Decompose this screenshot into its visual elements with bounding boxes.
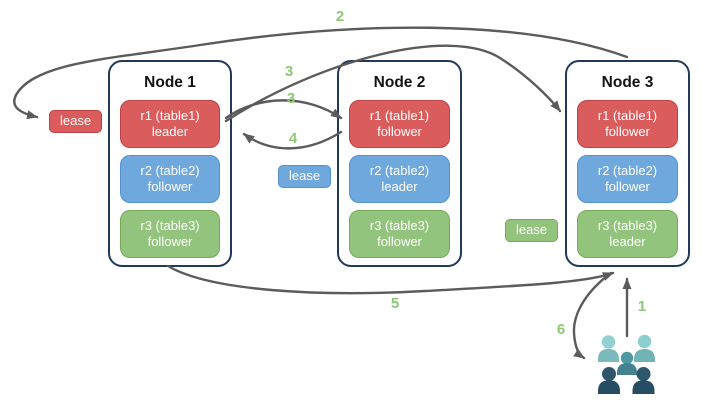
node-1-replica-r2: r2 (table2) follower [120,155,220,203]
arrow-label-step5: 5 [390,295,400,312]
arrow-step2 [13,26,629,120]
lease-tag-table1: lease [49,110,103,133]
person-front-left [598,367,620,394]
node-3-title: Node 3 [601,74,654,91]
arrow-label-step4: 4 [288,130,298,147]
person-back-left [598,335,619,362]
replica-role-label: follower [377,234,422,249]
node-2-replica-r1: r1 (table1) follower [349,100,450,148]
replica-range-label: r2 (table2) [597,162,658,178]
replica-role-label: follower [605,124,650,139]
node-3-replica-r1: r1 (table1) follower [577,100,678,148]
node-1-title: Node 1 [144,74,196,91]
node-2-replica-r3: r3 (table3) follower [349,210,450,258]
node-3-replica-r3: r3 (table3) leader [577,210,678,258]
person-back-right [634,334,655,362]
replica-role-label: leader [381,179,418,194]
arrow-label-step2: 2 [335,8,345,25]
arrow-label-step3a: 3 [284,63,294,80]
users-icon [598,334,655,394]
node-2: Node 2 r1 (table1) follower r2 (table2) … [337,60,462,267]
node-2-title: Node 2 [373,74,426,91]
replica-role-label: follower [147,234,193,249]
arrow-step5 [166,264,615,295]
replica-range-label: r3 (table3) [140,217,200,233]
replica-role-label: follower [605,179,650,194]
node-1: Node 1 r1 (table1) leader r2 (table2) fo… [108,60,232,267]
arrow-label-step6: 6 [556,321,566,338]
node-1-replica-r1: r1 (table1) leader [120,100,220,148]
replica-role-label: leader [609,234,646,249]
arrow-label-step3b: 3 [286,90,296,107]
node-1-replica-r3: r3 (table3) follower [120,210,220,258]
lease-tag-table2: lease [278,165,332,188]
arrow-label-step1: 1 [637,298,647,315]
replica-range-label: r2 (table2) [140,162,200,178]
person-front-right [632,367,655,394]
replica-range-label: r3 (table3) [369,217,430,233]
replica-role-label: leader [151,124,189,139]
replica-role-label: follower [377,124,422,139]
replica-range-label: r2 (table2) [369,162,430,178]
replica-range-label: r3 (table3) [597,217,658,233]
replica-range-label: r1 (table1) [140,107,200,123]
person-middle [617,351,637,375]
lease-tag-table3: lease [505,219,559,242]
node-3: Node 3 r1 (table1) follower r2 (table2) … [565,60,690,267]
replica-range-label: r1 (table1) [597,107,658,123]
node-3-replica-r2: r2 (table2) follower [577,155,678,203]
node-2-replica-r2: r2 (table2) leader [349,155,450,203]
replica-range-label: r1 (table1) [369,107,430,123]
replica-role-label: follower [147,179,193,194]
